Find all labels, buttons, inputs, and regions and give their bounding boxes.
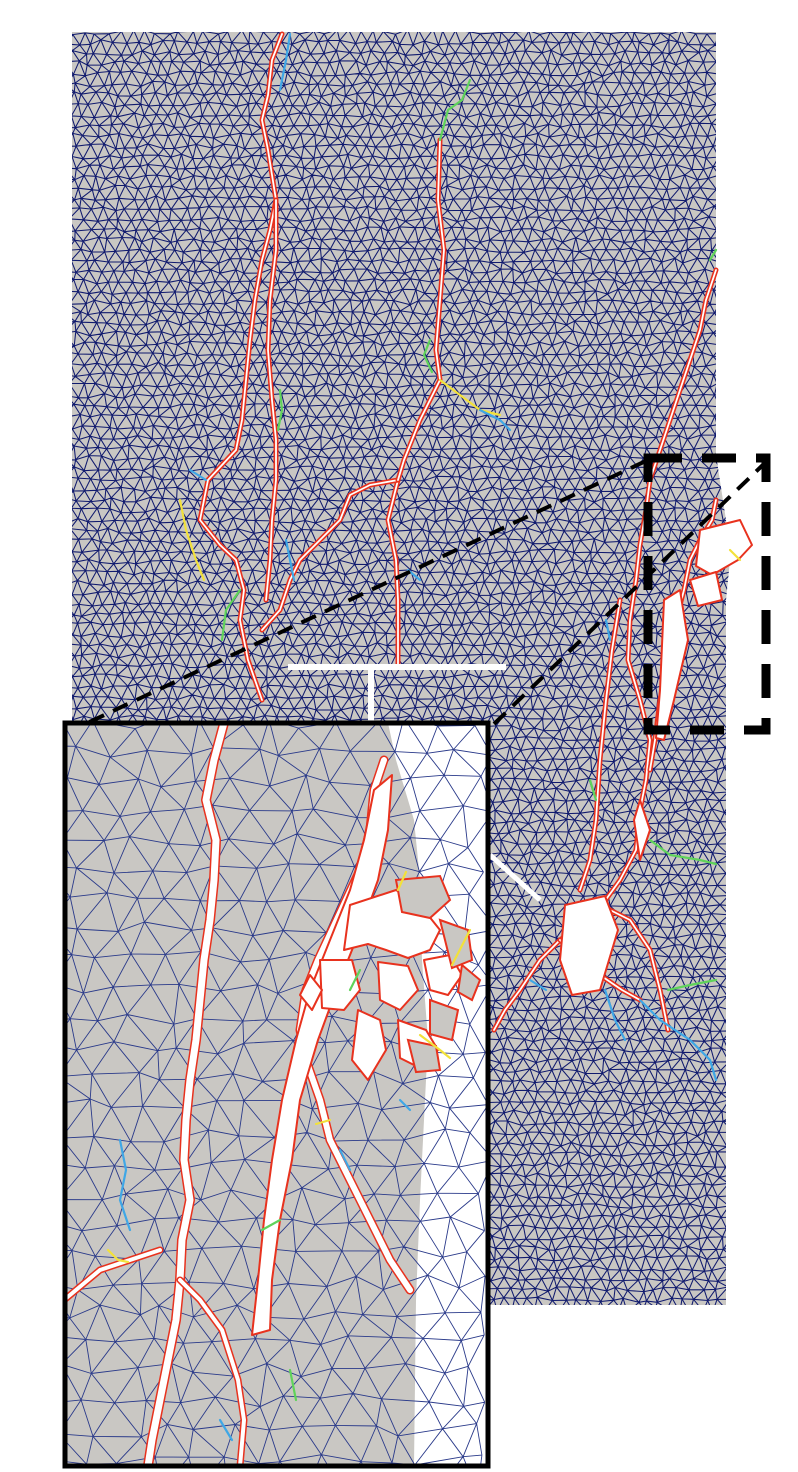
- inset-fragment-4: [429, 998, 460, 1042]
- crack-center-branch-opening: [261, 479, 399, 631]
- damage-trace-main-3: [438, 378, 502, 417]
- crack-bottom-left-opening: [493, 939, 561, 1031]
- fragment-main-3: [655, 589, 689, 741]
- damage-trace-inset-1: [396, 870, 408, 892]
- crack-left-branch-opening: [265, 199, 277, 601]
- damage-trace-inset-12: [314, 1118, 332, 1126]
- damage-trace-main-17: [728, 548, 742, 562]
- notch-slot: [288, 664, 506, 670]
- crack-center-upper-opening: [397, 139, 445, 481]
- damage-traces-inset: [106, 870, 472, 1442]
- notch-stem: [368, 664, 374, 724]
- damage-trace-inset-9: [218, 1418, 234, 1442]
- fragment-main-2: [689, 571, 723, 607]
- damage-trace-main-10: [220, 588, 242, 642]
- damage-trace-inset-6: [106, 1248, 130, 1264]
- damage-traces-main: [178, 32, 742, 1082]
- inset-gap-8: [299, 974, 323, 1011]
- damage-trace-inset-10: [288, 1368, 298, 1402]
- damage-trace-inset-5: [118, 1138, 132, 1232]
- inset-fragment-3: [456, 963, 482, 1002]
- inset-frame: [62, 720, 491, 1469]
- damage-trace-main-4: [478, 408, 512, 432]
- damage-trace-main-15: [666, 978, 718, 992]
- damage-trace-main-11: [284, 538, 296, 582]
- crack-right-opening: [559, 269, 717, 941]
- crack-network-main: [178, 31, 753, 1082]
- damage-trace-inset-3: [418, 1033, 452, 1060]
- damage-trace-main-5: [422, 338, 434, 374]
- damage-trace-main-14: [638, 998, 718, 1082]
- damage-trace-main-19: [588, 778, 598, 802]
- inset-fragment-2: [438, 918, 474, 970]
- zoom-source-frame: [643, 453, 771, 735]
- inset-crack-mid-left-opening: [178, 1278, 246, 1466]
- inset-fragment-1: [394, 874, 452, 920]
- fragment-main-4: [633, 799, 651, 861]
- damage-trace-main-16: [603, 988, 627, 1042]
- inset-gap-4: [377, 961, 419, 1011]
- notch: [288, 664, 542, 902]
- inset-fragment-5: [406, 1038, 442, 1074]
- zoom-source-box: [643, 453, 771, 735]
- damage-trace-main-13: [648, 838, 718, 866]
- inset-crack-left-opening: [144, 723, 228, 1466]
- cracks-main: [197, 31, 753, 1033]
- crack-lower-right-opening: [599, 904, 669, 1031]
- inset-crack-lower-left-opening: [65, 1248, 162, 1302]
- damage-trace-main-6: [708, 248, 718, 262]
- zoom-inset: [62, 720, 491, 1469]
- damage-trace-main-2: [438, 78, 472, 142]
- damage-trace-main-1: [278, 32, 292, 92]
- crack-left-opening: [199, 33, 283, 701]
- inset-gap-6: [351, 1009, 387, 1081]
- notch-crack: [488, 853, 542, 902]
- damage-trace-inset-11: [398, 1098, 412, 1112]
- damage-trace-main-8: [178, 498, 206, 582]
- damage-trace-inset-2: [450, 928, 472, 967]
- inset-gap-3: [319, 959, 361, 1011]
- damage-trace-main-20: [604, 618, 612, 642]
- cracks-inset: [65, 723, 482, 1466]
- fragment-main-1: [695, 519, 753, 576]
- damage-trace-inset-4: [348, 968, 362, 992]
- damage-trace-inset-8: [338, 1148, 352, 1172]
- crack-center-opening: [387, 479, 399, 665]
- damage-trace-inset-7: [260, 1218, 282, 1232]
- connector-line-bottom: [492, 458, 770, 726]
- damage-trace-main-7: [276, 388, 284, 432]
- connector-line-top: [65, 458, 649, 735]
- crack-right-lower-opening: [579, 599, 621, 891]
- damage-trace-main-18: [528, 978, 548, 992]
- magnify-callout-icon: [65, 458, 770, 735]
- damage-trace-main-9: [188, 468, 208, 482]
- fragment-main-5: [559, 895, 619, 996]
